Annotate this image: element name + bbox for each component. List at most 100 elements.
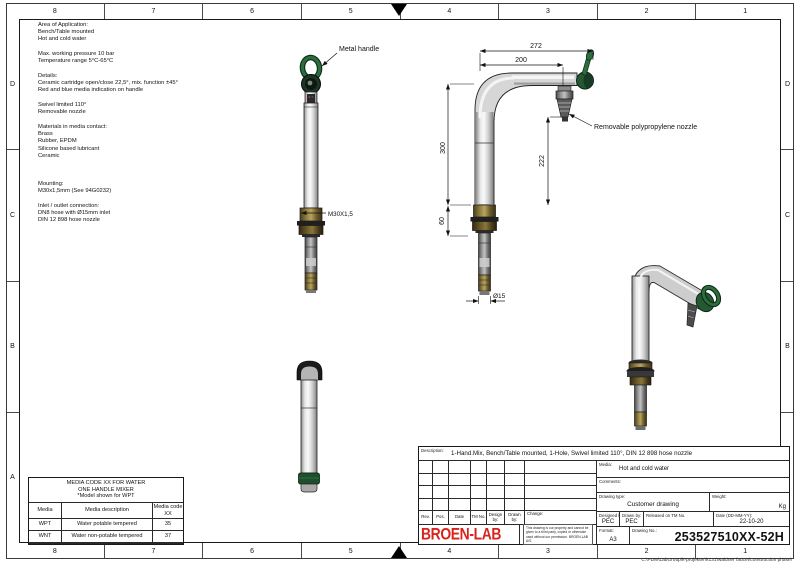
revision-grid <box>419 461 596 510</box>
zone-label: D <box>9 80 16 88</box>
spec-group: Max. working pressure 10 bar Temperature… <box>38 51 273 65</box>
nozzle-label: Removable polypropylene nozzle <box>594 124 697 131</box>
rev-col-header: Change: <box>525 511 596 524</box>
media-col-header: Media description <box>62 503 152 518</box>
logo-row: BROEN-LAB This drawing is our property a… <box>419 524 596 545</box>
dim-222-label: 222 <box>539 155 546 167</box>
center-mark-icon <box>391 546 407 558</box>
rev-col-header: Rev. <box>419 511 432 524</box>
zone-label: 8 <box>52 547 57 555</box>
spec-group: Inlet / outlet connection: DN8 hose with… <box>38 203 273 225</box>
zone-label: 6 <box>202 3 301 19</box>
format-label: Format: <box>599 528 614 533</box>
dim-60-label: 60 <box>439 217 446 225</box>
description-value: 1-Hand.Mix, Bench/Table mounted, 1-Hole,… <box>451 450 693 457</box>
disclaimer-text: This drawing is our property and cannot … <box>523 524 593 545</box>
iso-column <box>631 275 650 363</box>
spec-line: DIN 12 898 hose nozzle <box>38 217 100 224</box>
front-tube <box>303 102 319 209</box>
drawing-type-cell: Drawing type: Customer drawing <box>597 493 709 511</box>
metal-handle-label: Metal handle <box>339 46 379 53</box>
rev-col-header: Date <box>449 511 470 524</box>
rev-col-header: Drawn by: <box>505 511 524 524</box>
logo-cell: BROEN-LAB <box>419 525 519 544</box>
drawing-number-label: Drawing No.: <box>632 528 657 533</box>
front-mount <box>299 207 323 222</box>
zone-label: D <box>784 80 791 88</box>
dim-300-label: 300 <box>440 142 447 154</box>
spec-group: Swivel limited 110° Removable nozzle <box>38 102 273 116</box>
revision-header-row: Rev. Pos. Date TM No. Design by: Drawn b… <box>419 511 596 524</box>
rev-col-header: TM No. <box>471 511 486 524</box>
top-view <box>296 360 323 493</box>
drawn-by-value: PEC <box>625 519 638 525</box>
disclaimer-cell: This drawing is our property and cannot … <box>520 524 596 545</box>
side-nozzle-collar <box>555 90 574 100</box>
spec-line: Brass <box>38 131 53 138</box>
spec-line: M30x1,5mm (See 94G0232) <box>38 188 112 195</box>
date-label: Date (DD-MM-YY): <box>716 513 753 518</box>
released-label: Released on TM No. <box>646 513 686 518</box>
media-indicator <box>307 94 315 103</box>
zone-label: 3 <box>498 543 597 559</box>
spec-line: Hot and cold water <box>38 36 87 43</box>
media-label: Media: <box>599 462 612 467</box>
side-shank <box>478 232 491 276</box>
front-hose-nozzle <box>304 272 318 291</box>
spec-line: Temperature range 5°C-65°C <box>38 58 114 65</box>
spec-group: Mounting: M30x1,5mm (See 94G0232) <box>38 181 273 195</box>
spec-line: Mounting: <box>38 181 64 188</box>
rev-col-header: Design by: <box>487 511 504 524</box>
drawing-frame <box>19 19 781 543</box>
drawn-by-label: Drawn by: <box>622 513 642 518</box>
drawing-number-cell: Drawing No.: 253527510XX-52H <box>630 527 789 544</box>
spec-line: Swivel limited 110° <box>38 102 87 109</box>
media-col-header: Media code XX <box>153 503 183 518</box>
border-zone-strip-left: D C B A <box>6 19 19 543</box>
zone-label: 7 <box>103 543 203 559</box>
weight-label: Weight: <box>712 494 727 499</box>
top-nozzle-tip <box>300 483 318 493</box>
side-view: Removable polypropylene nozzle <box>470 49 697 295</box>
media-table-title: MEDIA CODE XX FOR WATER ONE HANDLE MIXER… <box>29 478 183 502</box>
dim-200-label: 200 <box>515 57 527 64</box>
spec-line: Rubber, EPDM <box>38 138 77 145</box>
zone-label: 1 <box>695 543 794 559</box>
dim-d15-label: Ø15 <box>493 293 506 300</box>
broen-lab-logo: BROEN-LAB <box>421 525 502 544</box>
format-value: A3 <box>609 537 617 543</box>
date-value: 22-10-20 <box>739 519 764 525</box>
center-mark-icon <box>391 4 407 16</box>
zone-label: 2 <box>596 543 696 559</box>
iso-nozzle <box>686 302 698 328</box>
zone-label: 5 <box>300 3 400 19</box>
spec-line: Removable nozzle <box>38 109 86 116</box>
spec-line: Red and blue media indication on handle <box>38 87 144 94</box>
description-label: Description: <box>421 448 444 453</box>
designed-by-label: Designed by: <box>599 513 619 518</box>
media-cell: Water non-potable tempered <box>62 531 152 542</box>
media-code-table: MEDIA CODE XX FOR WATER ONE HANDLE MIXER… <box>28 477 184 545</box>
leader-line <box>568 113 593 127</box>
rev-col-header: Pos. <box>433 511 448 524</box>
top-tube <box>300 379 318 474</box>
spec-line: DN8 hose with Ø15mm inlet <box>38 210 111 217</box>
spec-line: Silicone based lubricant <box>38 145 100 152</box>
file-path-text: C:\PDM\LabGroup\k-projekter\k131\waldner… <box>641 558 792 563</box>
spec-line: Ceramic <box>38 152 60 159</box>
drawing-type-value: Customer drawing <box>627 501 679 508</box>
media-cell: 35 <box>153 519 183 530</box>
media-row: Media: Hot and cold water <box>597 461 789 477</box>
spec-line: Materials in media contact: <box>38 124 107 131</box>
specification-notes: Area of Application: Bench/Table mounted… <box>38 22 273 232</box>
released-cell: Released on TM No. <box>644 512 713 526</box>
thread-label: M30X1,5 <box>328 211 353 218</box>
zone-label: 7 <box>103 3 203 19</box>
zone-label: 8 <box>52 7 57 15</box>
media-cell: Water potable tempered <box>62 519 152 530</box>
zone-label: B <box>6 280 19 412</box>
spec-line: Inlet / outlet connection: <box>38 202 100 209</box>
zone-label: B <box>781 280 794 412</box>
spec-line: Area of Application: <box>38 22 88 28</box>
